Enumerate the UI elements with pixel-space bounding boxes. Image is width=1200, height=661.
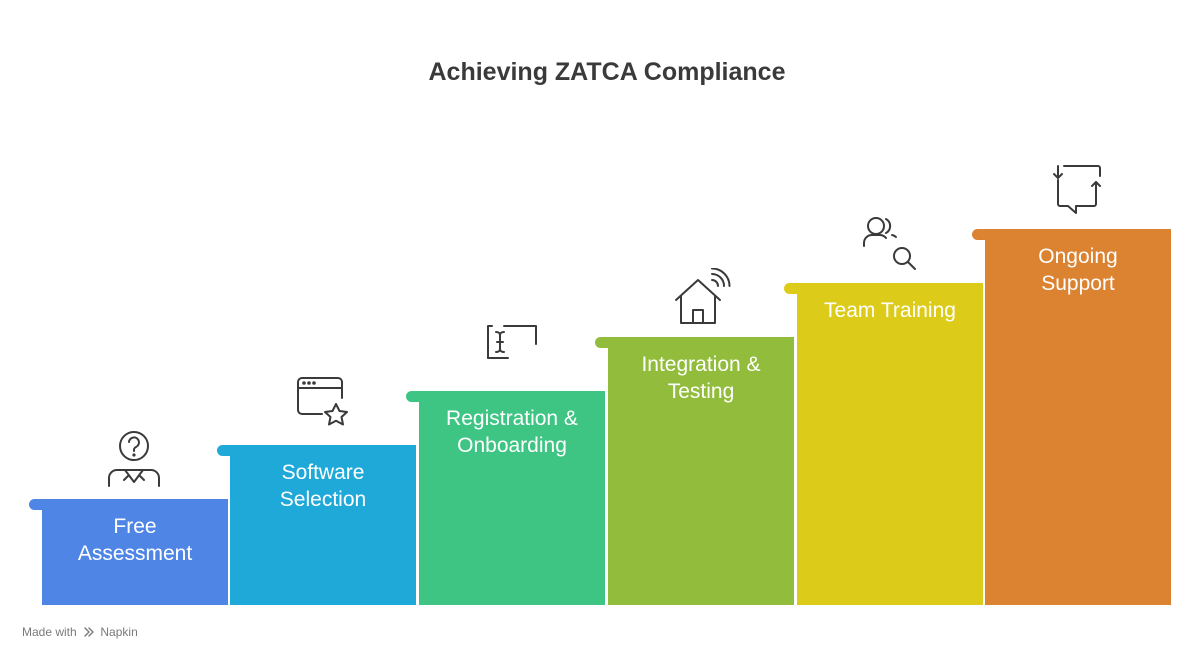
- step-label-line2: Selection: [279, 488, 367, 511]
- step-label-line1: Registration &: [446, 407, 578, 430]
- footer-prefix: Made with: [22, 625, 77, 639]
- step-divider: [983, 240, 985, 605]
- step-label-line1: Software: [281, 461, 365, 484]
- step-label-line1: Integration &: [641, 353, 761, 376]
- step-divider: [794, 294, 796, 605]
- step-label: Integration & Testing: [608, 351, 794, 405]
- step-team-training: Team Training: [784, 283, 983, 605]
- step-label-line1: Free: [113, 515, 157, 538]
- step-label: Ongoing Support: [985, 243, 1171, 297]
- text-cursor-icon: [484, 322, 542, 362]
- step-label: Team Training: [797, 297, 983, 324]
- step-block: [797, 283, 983, 605]
- step-registration-onboarding: Registration & Onboarding: [406, 391, 605, 605]
- step-divider: [416, 402, 418, 605]
- step-block: [985, 229, 1171, 605]
- step-divider: [228, 456, 230, 605]
- napkin-logo-icon: [83, 626, 95, 641]
- step-ongoing-support: Ongoing Support: [972, 229, 1171, 605]
- step-label-line2: Support: [1041, 272, 1115, 295]
- step-tab: [29, 499, 49, 510]
- step-label: Free Assessment: [42, 513, 228, 567]
- smart-home-icon: [672, 268, 732, 326]
- browser-star-icon: [296, 376, 354, 434]
- step-label-line2: Onboarding: [457, 434, 567, 457]
- step-label-line2: Testing: [667, 380, 735, 403]
- step-integration-testing: Integration & Testing: [595, 337, 794, 605]
- step-tab: [217, 445, 237, 456]
- step-tab: [595, 337, 615, 348]
- user-question-icon: [105, 430, 163, 488]
- step-block: [419, 391, 605, 605]
- footer-credit: Made with Napkin: [22, 625, 138, 641]
- step-label: Registration & Onboarding: [419, 405, 605, 459]
- step-tab: [784, 283, 804, 294]
- step-label-line2: Assessment: [77, 542, 193, 565]
- step-software-selection: Software Selection: [217, 445, 416, 605]
- step-block: [42, 499, 228, 605]
- step-label: Software Selection: [230, 459, 416, 513]
- diagram-title: Achieving ZATCA Compliance: [428, 58, 786, 86]
- step-free-assessment: Free Assessment: [29, 499, 228, 605]
- footer-brand: Napkin: [100, 625, 138, 639]
- step-block: [608, 337, 794, 605]
- step-tab: [972, 229, 992, 240]
- step-divider: [605, 348, 607, 605]
- step-label-line1: Team Training: [824, 299, 956, 322]
- step-block: [230, 445, 416, 605]
- users-search-icon: [862, 214, 920, 272]
- step-label-line1: Ongoing: [1038, 245, 1118, 268]
- step-tab: [406, 391, 426, 402]
- chat-refresh-icon: [1050, 160, 1108, 218]
